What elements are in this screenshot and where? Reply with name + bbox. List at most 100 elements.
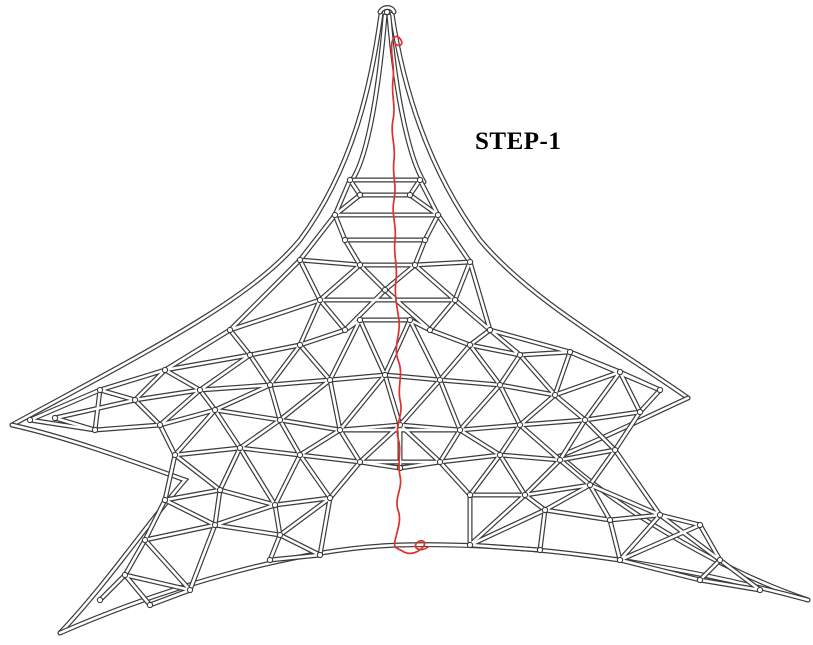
rod-core xyxy=(613,410,642,452)
rod-core xyxy=(173,446,242,457)
joint-node xyxy=(551,391,559,399)
rod-core xyxy=(163,328,232,372)
joint-node xyxy=(346,176,354,184)
rod-core xyxy=(278,418,342,432)
rod-core xyxy=(248,343,302,357)
outer-rod-core xyxy=(350,14,387,182)
rod-core xyxy=(213,408,242,450)
rod-core xyxy=(123,573,152,607)
rod-core xyxy=(538,508,547,552)
joint-node xyxy=(611,446,619,454)
rod-core xyxy=(618,558,702,582)
rod-core xyxy=(383,288,432,332)
joint-node xyxy=(296,451,304,459)
rod-core xyxy=(268,533,282,562)
joint-node xyxy=(383,8,391,16)
rod-core xyxy=(698,523,722,562)
joint-node xyxy=(496,381,504,389)
rod-core xyxy=(588,483,662,517)
rod-core xyxy=(28,418,97,432)
rod-core xyxy=(383,373,442,382)
rod-core xyxy=(498,453,562,462)
joint-node xyxy=(716,556,724,564)
rod-core xyxy=(418,178,440,217)
rod-core xyxy=(93,388,102,432)
joint-node xyxy=(606,516,614,524)
step-label: STEP-1 xyxy=(475,128,562,155)
outer-rod xyxy=(57,542,811,636)
joint-node xyxy=(466,541,474,549)
joint-node xyxy=(356,261,364,269)
rod-core xyxy=(453,298,492,332)
rod-core xyxy=(228,298,322,332)
rod-core xyxy=(268,378,332,387)
joint-node xyxy=(121,571,129,579)
rod-core xyxy=(133,388,202,402)
rod-core xyxy=(218,488,277,507)
joint-node xyxy=(26,416,34,424)
joint-node xyxy=(146,601,154,609)
joint-node xyxy=(496,451,504,459)
joint-node xyxy=(536,546,544,554)
rod-core xyxy=(453,260,472,302)
rod-core xyxy=(163,488,222,502)
joint-node xyxy=(326,494,334,502)
rod-core xyxy=(173,408,217,457)
joint-node xyxy=(161,496,169,504)
rod-core xyxy=(143,498,167,542)
rod-core xyxy=(298,343,332,382)
rod-core xyxy=(408,318,442,382)
joint-node xyxy=(466,341,474,349)
rod-core xyxy=(468,453,502,497)
rod-core xyxy=(273,496,332,507)
rod-core xyxy=(338,428,362,464)
rod-core xyxy=(158,423,177,457)
rod-core xyxy=(278,533,322,557)
rod-core xyxy=(123,573,192,592)
rod-core xyxy=(558,418,587,462)
rod-core xyxy=(523,458,562,497)
rod-core xyxy=(608,513,662,522)
rod-core xyxy=(278,378,332,422)
rod-core xyxy=(133,398,162,427)
joint-node xyxy=(211,406,219,414)
rod-core xyxy=(268,553,322,562)
rod-core xyxy=(458,383,502,432)
joint-node xyxy=(296,341,304,349)
joint-node xyxy=(316,551,324,559)
joint-node xyxy=(356,316,364,324)
rod-core xyxy=(583,410,642,422)
rod-core xyxy=(618,513,662,562)
rod-core xyxy=(438,428,462,464)
rod-core xyxy=(468,543,542,552)
rod-core xyxy=(658,513,702,527)
rod-core xyxy=(198,388,217,412)
rod-core xyxy=(488,328,572,354)
rod-core xyxy=(413,263,457,302)
rod-core xyxy=(383,373,402,427)
rod-core xyxy=(468,260,492,332)
rod-core xyxy=(143,538,192,592)
joint-node xyxy=(266,381,274,389)
rod-core xyxy=(163,353,252,372)
rod-core xyxy=(438,453,502,464)
rod-core xyxy=(498,383,557,397)
joint-node xyxy=(236,444,244,452)
joint-node xyxy=(131,396,139,404)
rod-core xyxy=(158,408,217,427)
joint-node xyxy=(696,521,704,529)
rod-core xyxy=(298,428,342,457)
rod-core xyxy=(298,213,337,262)
joint-node xyxy=(416,176,424,184)
rod-core xyxy=(658,513,722,562)
rod-core xyxy=(298,328,347,347)
rod-core xyxy=(268,383,282,422)
joint-node xyxy=(356,191,364,199)
rod-core xyxy=(328,378,342,432)
rod-core xyxy=(498,353,522,387)
rod-core xyxy=(518,418,587,427)
rod-core xyxy=(333,178,352,217)
rod-core xyxy=(583,418,617,452)
rod-core xyxy=(698,558,722,582)
rod-core xyxy=(458,423,522,432)
